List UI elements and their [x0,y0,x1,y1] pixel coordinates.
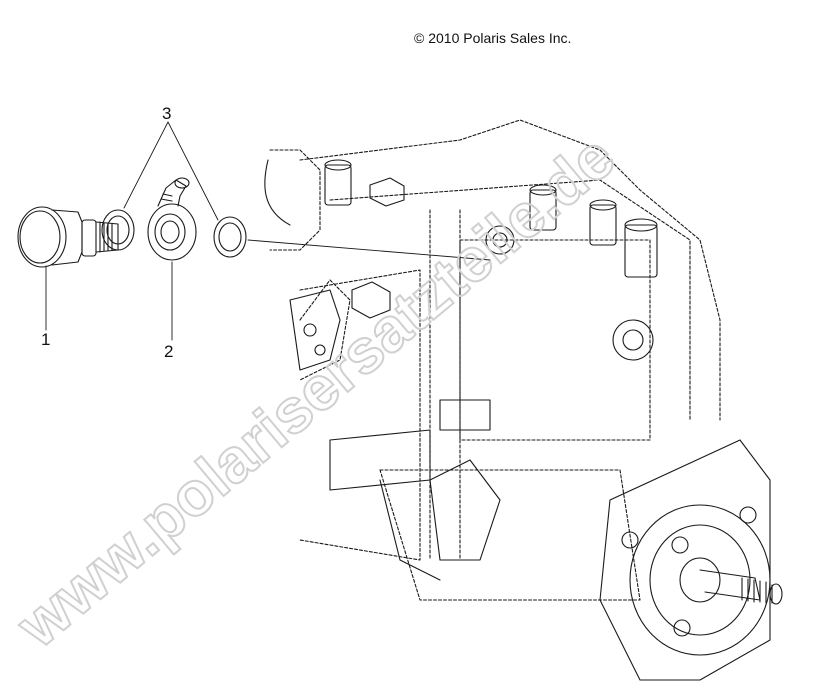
banjo-fitting-part [147,177,197,261]
leader-lines [45,121,491,341]
banjo-bolt-part [17,206,119,268]
washer-right-part [213,216,247,258]
copyright-notice: © 2010 Polaris Sales Inc. [414,30,572,46]
callout-1: 1 [41,330,51,349]
callout-3: 3 [162,104,172,123]
injection-pump-assembly [269,119,721,601]
washer-left-part [101,209,135,251]
injection-pump-outline [264,159,783,681]
callout-2: 2 [164,342,174,361]
